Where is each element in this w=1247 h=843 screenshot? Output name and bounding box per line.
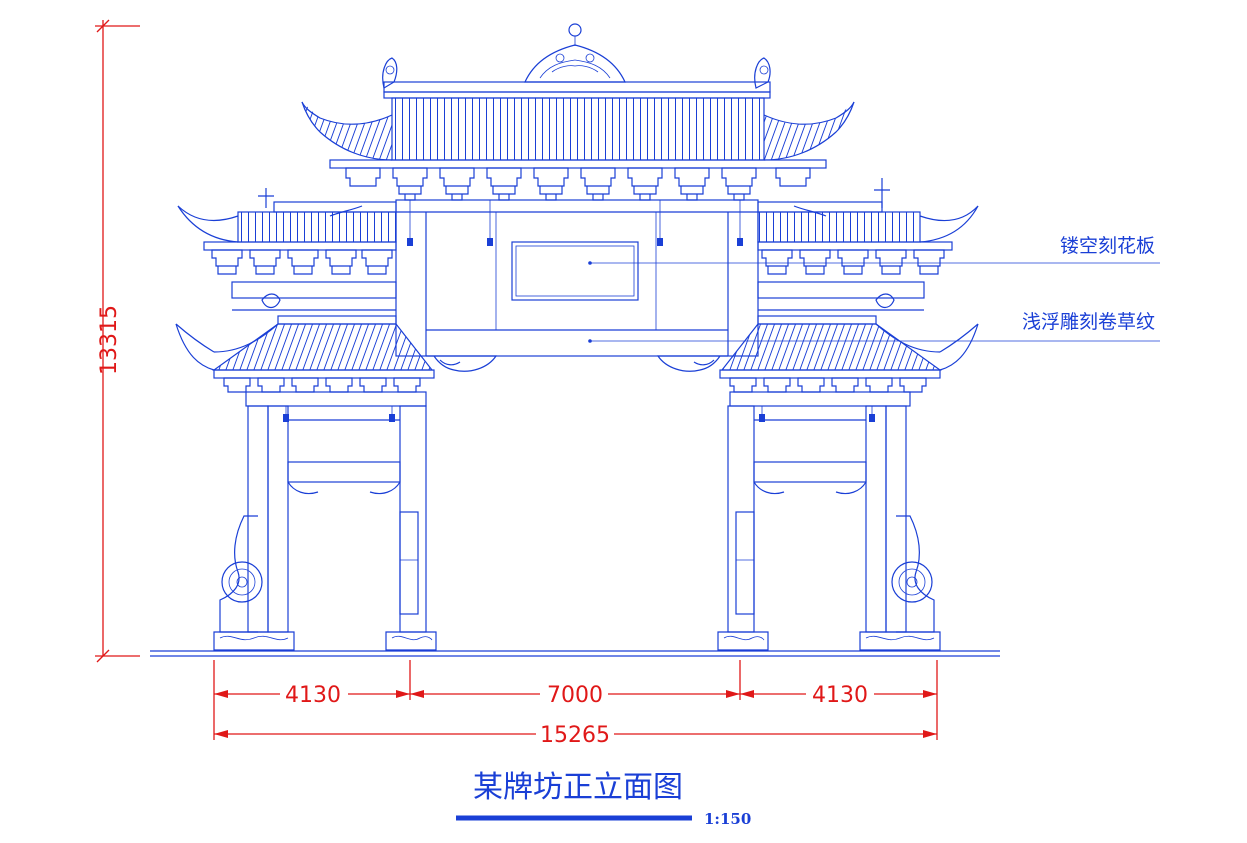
left-upper-roof: [177, 188, 397, 311]
left-upper-roof-brackets: [211, 249, 393, 275]
right-lower-roof-brackets: [729, 377, 927, 393]
left-side-bay: [213, 405, 437, 651]
drum-stone-right: [891, 515, 935, 633]
right-upper-roof: [757, 178, 979, 311]
left-lower-roof: [175, 315, 435, 422]
title-block: 某牌坊正立面图 1:150: [456, 770, 751, 828]
scroll-bracket-left: [426, 355, 498, 372]
span-dimensions: 4130 7000 4130 15265: [213, 660, 938, 748]
left-span-label: 4130: [285, 683, 341, 708]
ridge-ornament: [524, 23, 626, 83]
total-width-label: 15265: [540, 723, 610, 748]
main-roof-brackets: [345, 167, 811, 201]
right-upper-roof-brackets: [761, 249, 945, 275]
annotation-pierced-panel: 镂空刻花板: [590, 235, 1160, 264]
scale-label: 1:150: [704, 810, 751, 828]
right-side-bay: [717, 405, 941, 651]
main-roof-pendants: [407, 200, 743, 246]
pierced-panel-label: 镂空刻花板: [1060, 235, 1155, 257]
central-frame: [395, 199, 759, 372]
relief-carving-label: 浅浮雕刻卷草纹: [1022, 311, 1155, 333]
pierced-carved-panel: [511, 241, 639, 301]
main-roof: [301, 23, 855, 246]
height-dimension-label: 13315: [97, 305, 122, 375]
right-span-label: 4130: [812, 683, 868, 708]
ground-line: [150, 650, 1000, 657]
left-lower-roof-brackets: [223, 377, 421, 393]
scroll-bracket-right: [656, 355, 728, 372]
right-lower-roof: [719, 315, 979, 422]
drawing-title: 某牌坊正立面图: [473, 770, 683, 805]
drum-stone-left: [219, 515, 263, 633]
height-dimension: 13315: [95, 19, 140, 663]
annotation-relief-carving: 浅浮雕刻卷草纹: [590, 311, 1160, 342]
center-span-label: 7000: [547, 683, 603, 708]
ridge-end-left: [382, 57, 398, 89]
ridge-end-right: [754, 57, 771, 89]
